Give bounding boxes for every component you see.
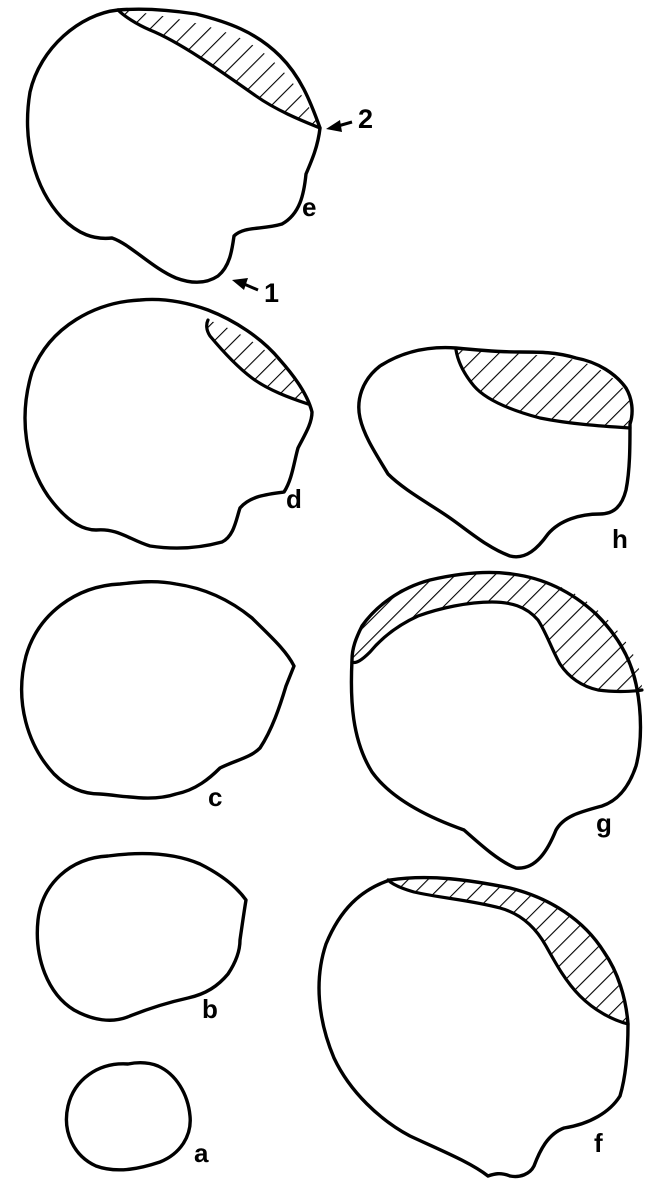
stage-c-label: c	[208, 782, 222, 812]
marker-1-arrow-head	[232, 278, 248, 290]
marker-1-label: 1	[264, 278, 279, 308]
marker-2: 2	[326, 104, 373, 134]
marker-1-arrow-line	[244, 284, 258, 290]
stage-f-outline	[319, 878, 628, 1177]
stage-e-outline	[28, 9, 320, 282]
stage-g-label: g	[596, 808, 612, 838]
stage-a-label: a	[194, 1138, 209, 1168]
marker-2-label: 2	[358, 104, 373, 134]
stage-d-label: d	[286, 484, 302, 514]
stage-b-label: b	[202, 994, 218, 1024]
stage-f-label: f	[594, 1128, 603, 1158]
stage-a-outline	[66, 1063, 190, 1170]
stage-h-label: h	[612, 524, 628, 554]
stage-e-label: e	[302, 192, 316, 222]
stage-c-outline	[22, 582, 294, 798]
marker-2-arrow-head	[326, 120, 342, 132]
marker-1: 1	[232, 278, 279, 308]
stage-d-outline	[25, 299, 312, 548]
